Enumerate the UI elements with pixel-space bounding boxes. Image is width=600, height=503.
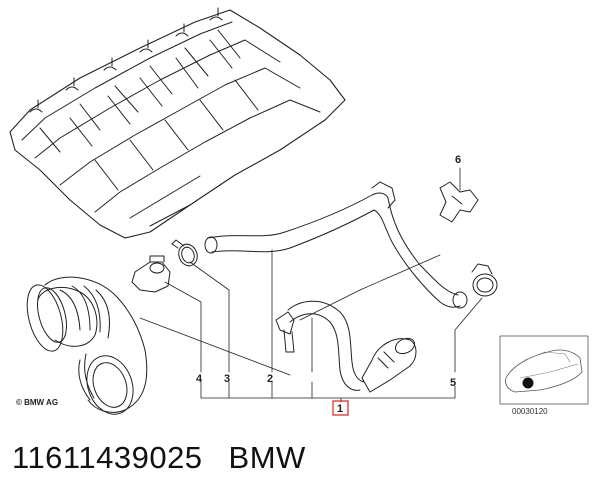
hose-clip [439, 181, 479, 223]
breather-hose [204, 181, 468, 309]
location-marker-icon [522, 377, 534, 389]
intake-manifold [9, 7, 346, 239]
spring-clamp [471, 263, 498, 297]
callout-1-highlight-box [332, 400, 349, 416]
air-intake-boot [26, 276, 148, 415]
leader-lines [139, 167, 483, 403]
callout-3: 3 [224, 373, 230, 385]
copyright-notice: © BMW AG [16, 398, 58, 407]
hose-clamp [171, 239, 198, 267]
pcv-hose-with-valve [275, 300, 417, 393]
callout-4: 4 [196, 373, 203, 385]
callout-labels: 4 3 2 5 6 1 [196, 154, 461, 416]
caption: 11611439025 BMW [12, 440, 306, 476]
hose-fitting [131, 255, 171, 293]
part-number: 11611439025 [12, 440, 203, 475]
callout-6: 6 [455, 154, 461, 166]
callout-5: 5 [450, 377, 456, 389]
thumbnail-code: 00030120 [512, 407, 548, 416]
vehicle-location-thumbnail [499, 335, 589, 405]
brand-name: BMW [228, 440, 306, 475]
callout-2: 2 [267, 373, 273, 385]
callout-1: 1 [337, 403, 343, 415]
